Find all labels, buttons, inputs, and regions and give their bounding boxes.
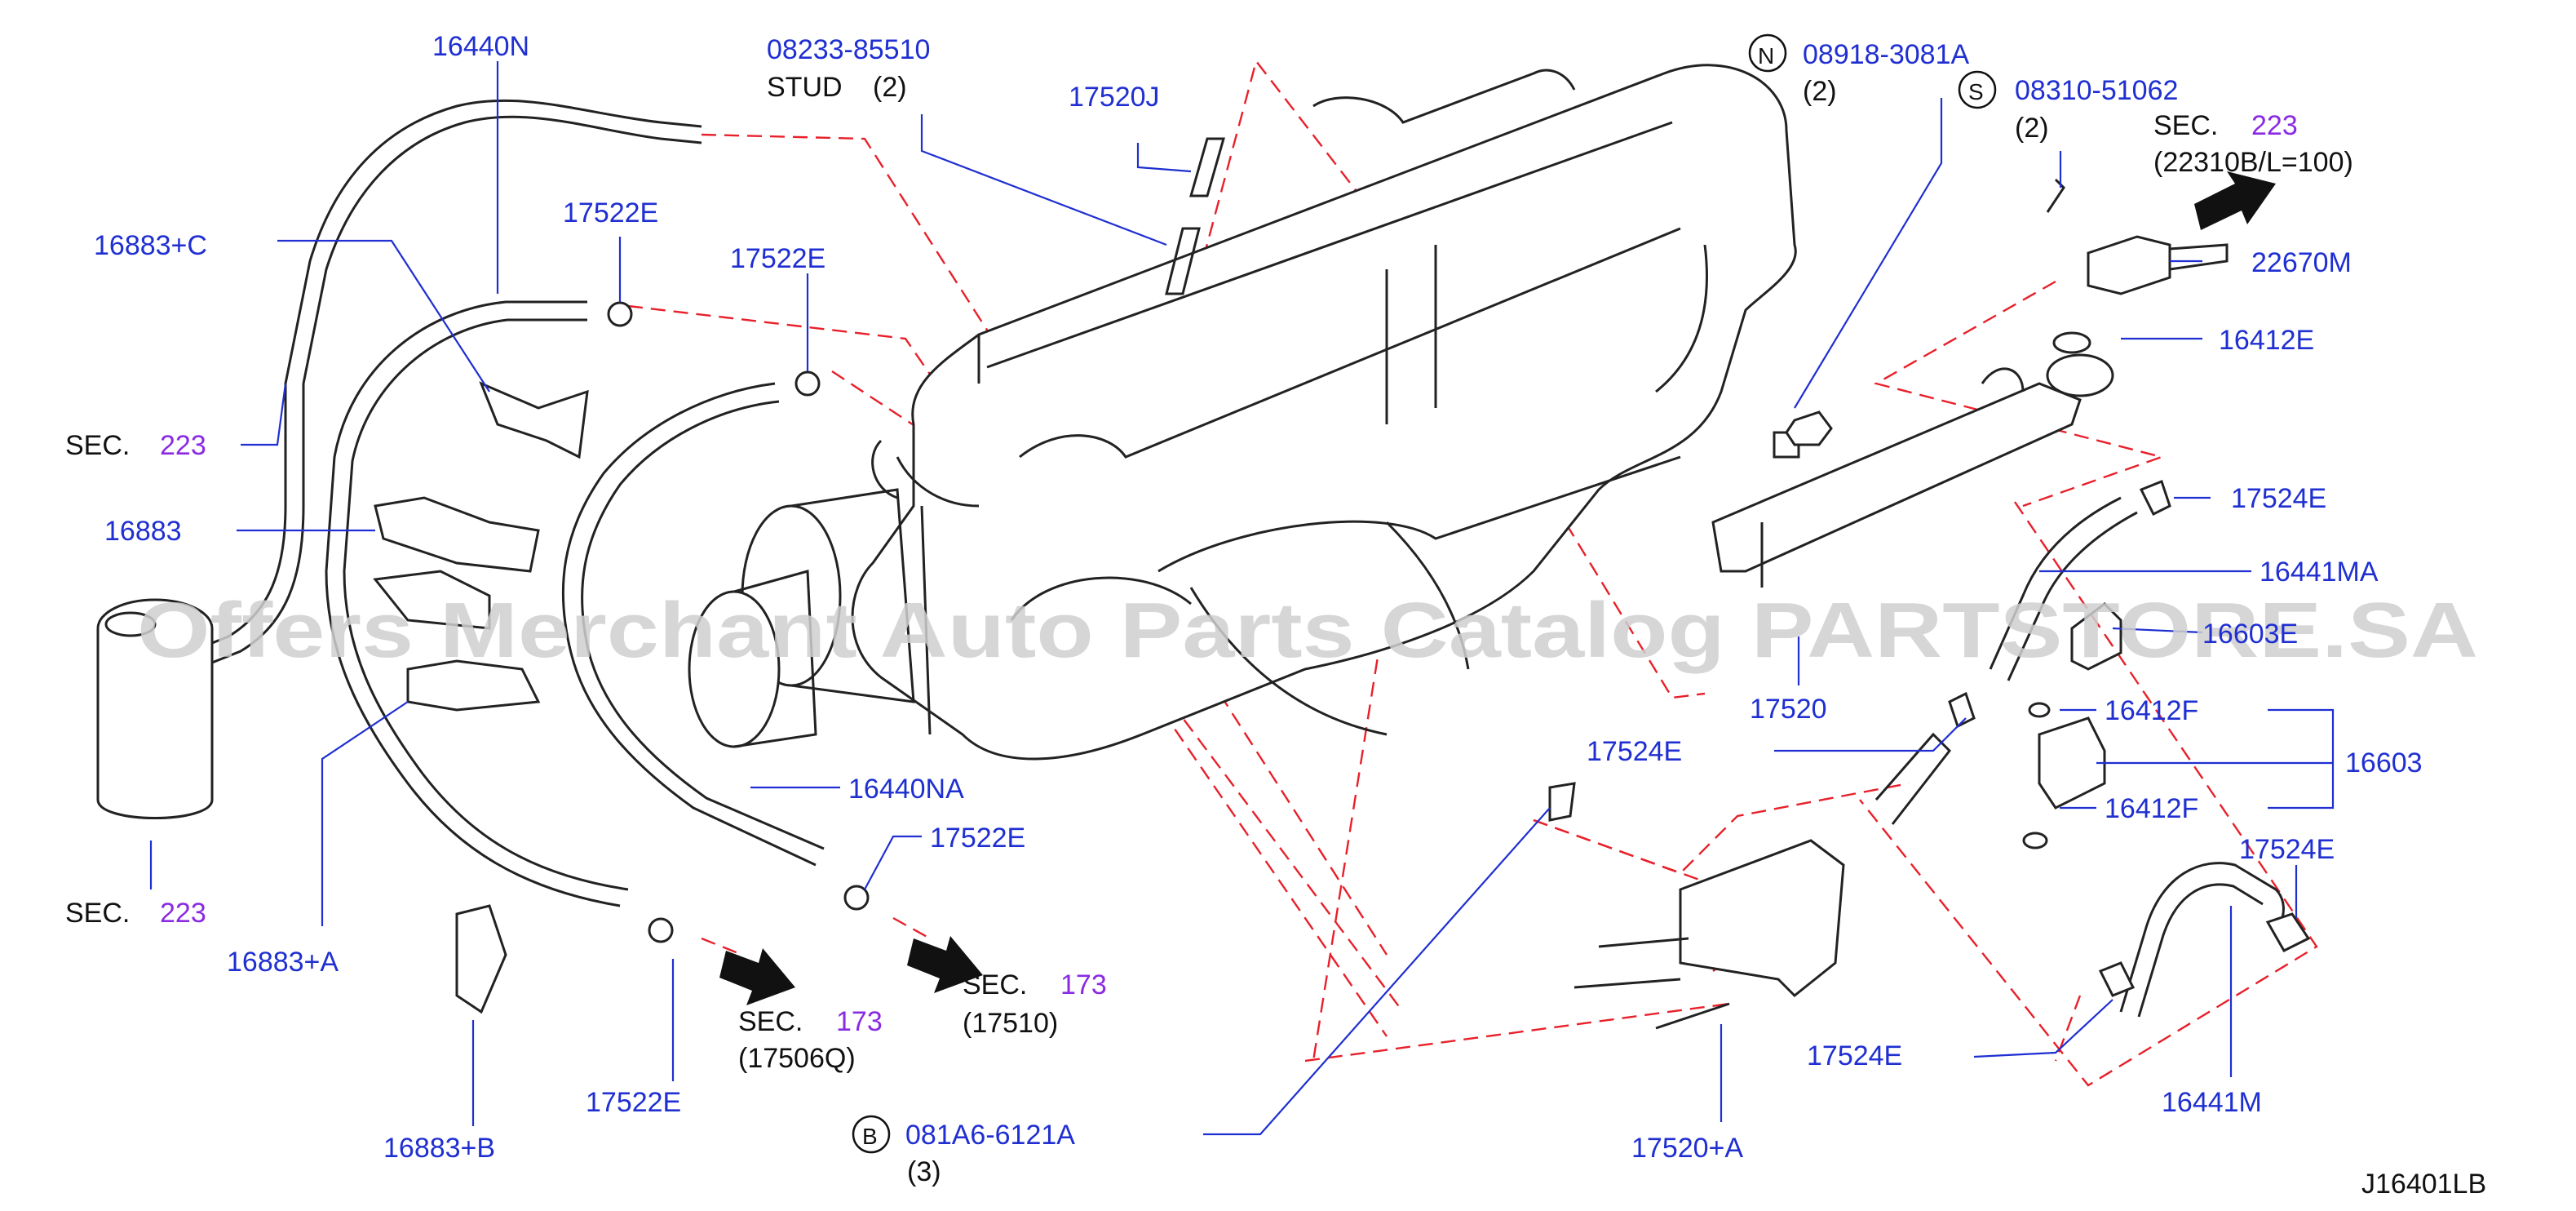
intake-manifold-drawing [688,64,1797,761]
small-parts [96,137,2311,1030]
arrow-icon [2194,171,2276,230]
s-circle-icon [1958,70,1997,109]
hoses [187,99,2285,1018]
label-16412E: 16412E [2219,325,2314,356]
label-22670M: 22670M [2251,247,2352,278]
label-16440NA: 16440NA [848,774,964,805]
label-08233-85510: 08233-85510 [767,34,930,65]
label-16883-c: 16883+C [94,230,207,261]
label-16412F-b: 16412F [2105,793,2198,824]
label-sec-num-top-right: 223 [2251,110,2298,141]
label-n-marker: N [1758,43,1774,69]
label-sec-center: SEC. [963,969,1027,1000]
label-17524E-d: 17524E [1807,1040,1902,1071]
watermark: Offers Merchant Auto Parts Catalog PARTS… [137,587,2478,674]
label-sec-num-center: 173 [1060,969,1107,1000]
label-sec-note-lower: (17506Q) [738,1043,856,1074]
label-s-qty: (2) [2015,113,2049,144]
label-stud-qty: (2) [873,72,907,103]
label-17524E-c: 17524E [2239,834,2335,865]
label-sec-lower: SEC. [738,1006,803,1037]
label-s-marker: S [1968,79,1984,104]
label-17522E-c: 17522E [930,823,1025,854]
label-sec-num-left: 223 [160,430,206,461]
label-16883: 16883 [104,516,182,547]
label-17520: 17520 [1750,694,1827,725]
label-sec-note-top-right: (22310B/L=100) [2153,147,2353,178]
part-labels: 16440N 08233-85510 STUD (2) 17520J N 089… [65,31,2486,1200]
label-16603: 16603 [2345,747,2423,778]
label-16883-b: 16883+B [383,1133,495,1164]
direction-arrows [719,171,2276,1005]
label-081A6-6121A: 081A6-6121A [905,1120,1075,1151]
label-sec-top-right: SEC. [2153,110,2218,141]
label-17524E-b: 17524E [1587,736,1682,767]
label-sec-num-lower: 173 [836,1006,883,1037]
label-17522E-b: 17522E [730,243,825,274]
label-stud: STUD [767,72,843,103]
label-n-qty: (2) [1803,76,1837,107]
label-17520J: 17520J [1069,82,1160,113]
drawing-id: J16401LB [2361,1169,2486,1200]
leader-lines [149,61,2335,1136]
label-17522E-a: 17522E [563,197,658,228]
label-b-marker: B [862,1124,878,1149]
label-08310-51062: 08310-51062 [2015,75,2178,106]
b-circle-icon [852,1115,891,1154]
label-16883-a: 16883+A [227,947,339,978]
arrow-icon [719,948,795,1005]
label-16441M: 16441M [2162,1087,2262,1118]
label-16603E: 16603E [2202,619,2298,650]
label-16440N: 16440N [432,31,529,62]
label-16412F-a: 16412F [2105,695,2198,726]
label-17520-a: 17520+A [1631,1133,1743,1164]
label-16441MA: 16441MA [2260,557,2379,588]
label-sec-note-center: (17510) [963,1008,1058,1039]
arrow-icon [907,936,983,993]
label-sec-left: SEC. [65,430,130,461]
n-circle-icon [1748,33,1787,73]
label-17524E-a: 17524E [2231,483,2326,514]
label-17522E-d: 17522E [586,1087,681,1118]
label-sec-num-bottom-left: 223 [160,898,206,929]
label-08918-3081A: 08918-3081A [1803,39,1970,70]
label-sec-bottom-left: SEC. [65,898,130,929]
label-b-qty: (3) [907,1156,941,1187]
